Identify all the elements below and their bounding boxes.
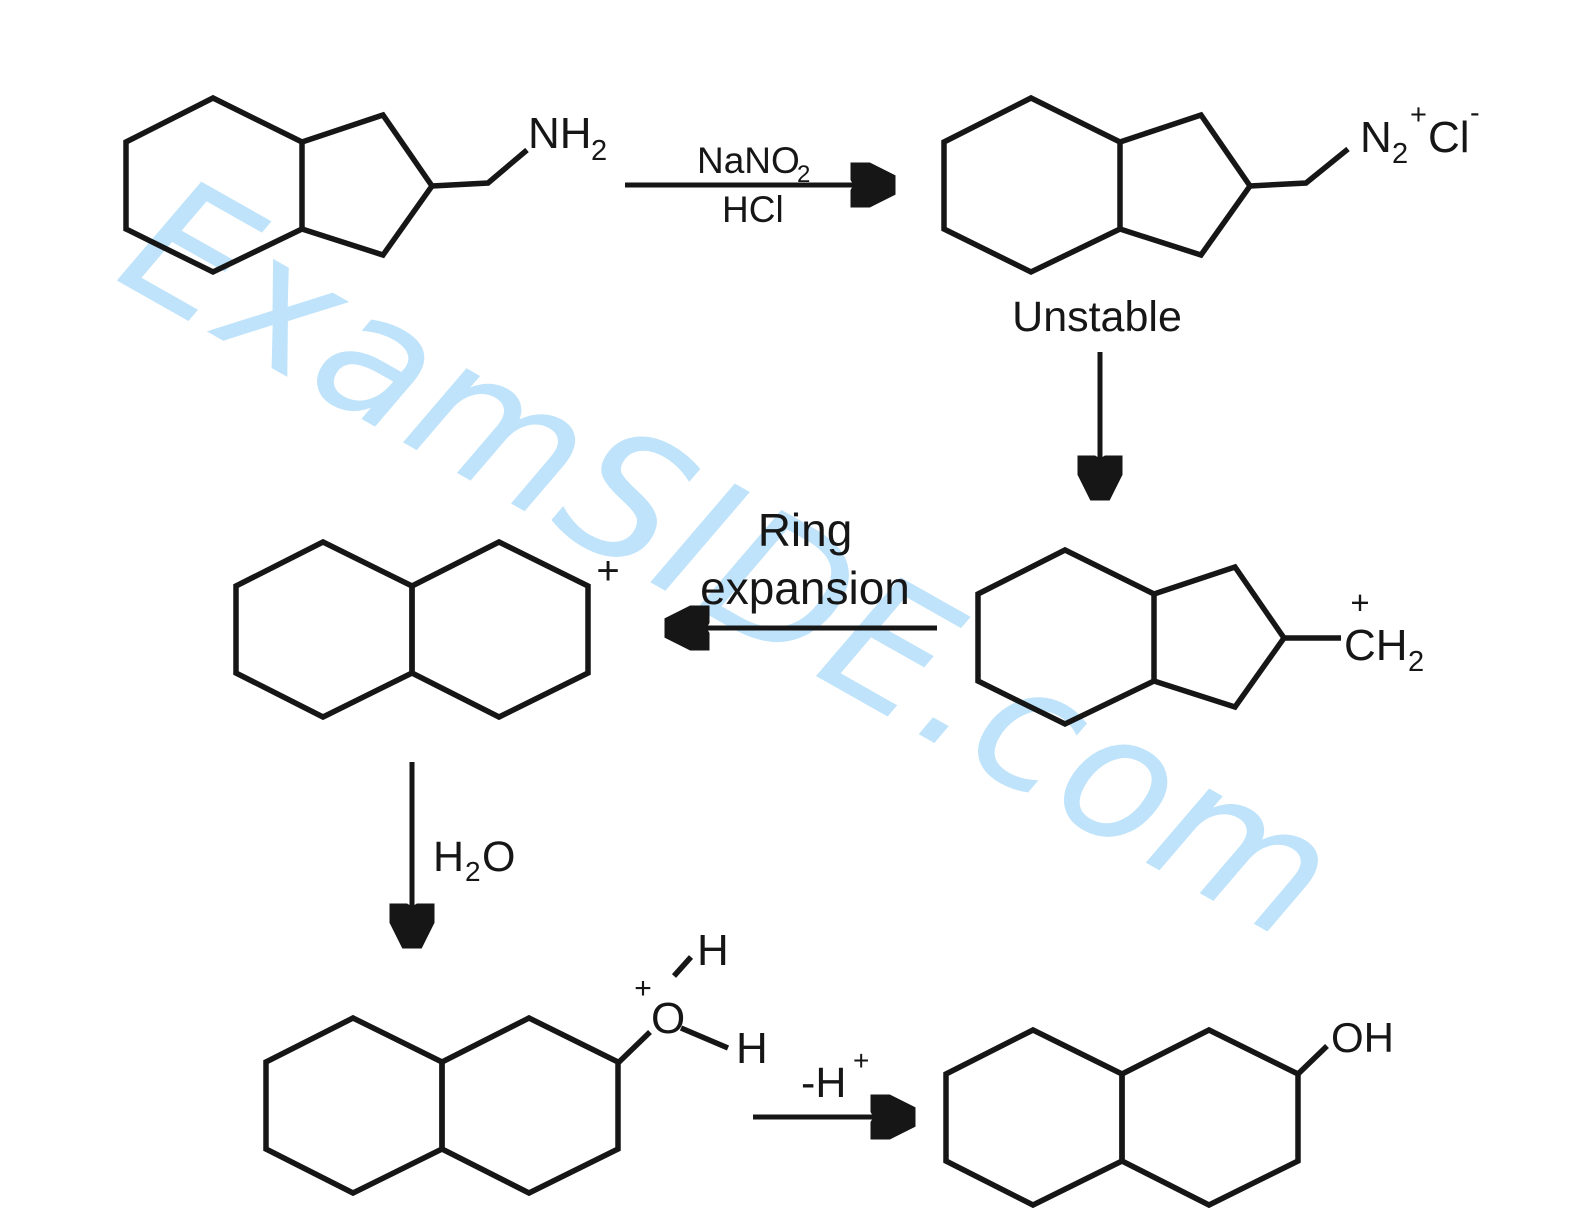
c-o-bond [616,1030,652,1065]
cyclohexane-ring [123,94,305,276]
o-h-bond-top [671,955,694,978]
molecule-diazonium: N 2 + Cl - Unstable [941,94,1480,341]
molecule-decalol: OH [943,1014,1394,1209]
cyclopentane-ring [1119,111,1254,259]
reagent-nano2-subscript: 2 [797,161,810,188]
hydrogen-right-label: H [736,1024,768,1073]
cyclohexane-ring [975,546,1157,728]
n2-subscript: 2 [1392,138,1408,170]
reagent-nano2: NaNO [697,140,800,181]
cyclohexane-ring-right [409,538,591,721]
carbocation-plus-charge: + [1350,584,1369,621]
cl-label: Cl [1428,113,1470,162]
c-oh-bond [1296,1044,1329,1076]
oh-label: OH [1331,1014,1394,1061]
oxygen-label: O [651,994,685,1043]
h2o-subscript: 2 [465,856,481,887]
ring-expansion-label-line1: Ring [758,504,853,556]
decalin-plus-charge: + [596,549,619,593]
molecule-decalin-cation: + [233,538,620,721]
molecule-carbocation: + CH 2 [975,546,1424,728]
nh2-subscript: 2 [591,135,607,167]
cyclohexane-ring [941,94,1123,276]
minus-h-label: -H [801,1059,846,1107]
reaction-arrow-4: H 2 O [412,762,515,941]
hydrogen-top-label: H [697,926,729,975]
h2o-label-h: H [433,833,464,881]
cyclohexane-ring-left [233,538,415,721]
oxonium-plus-charge: + [634,972,652,1005]
ch2-label: CH [1344,621,1408,670]
cyclohexane-ring-left [263,1014,445,1197]
unstable-caption: Unstable [1012,293,1182,341]
minus-h-superscript: + [853,1045,869,1076]
n2-label: N [1360,113,1392,162]
molecule-oxonium: O + H H [263,926,768,1197]
cl-minus-charge: - [1470,97,1480,129]
reaction-arrow-1: NaNO 2 HCl [625,140,888,230]
ring-expansion-label-line2: expansion [700,562,910,614]
ch2-bond [1249,146,1350,189]
nh2-label: NH [528,109,592,158]
cyclopentane-ring [301,111,436,259]
h2o-label-o: O [482,833,515,881]
n2-plus-charge: + [1410,99,1427,131]
cyclopentane-ring [1153,563,1288,711]
cyclohexane-ring-right [439,1014,621,1197]
cyclohexane-ring-right [1119,1026,1301,1209]
molecule-amine: NH 2 [123,94,607,276]
reagent-hcl: HCl [722,189,784,230]
ch2-subscript: 2 [1408,646,1424,678]
cyclohexane-ring-left [943,1026,1125,1209]
ch2-bond [431,147,529,189]
reaction-arrow-5: -H + [753,1045,908,1117]
reaction-arrow-3: Ring expansion [672,504,937,628]
o-h-bond-right [679,1025,730,1051]
